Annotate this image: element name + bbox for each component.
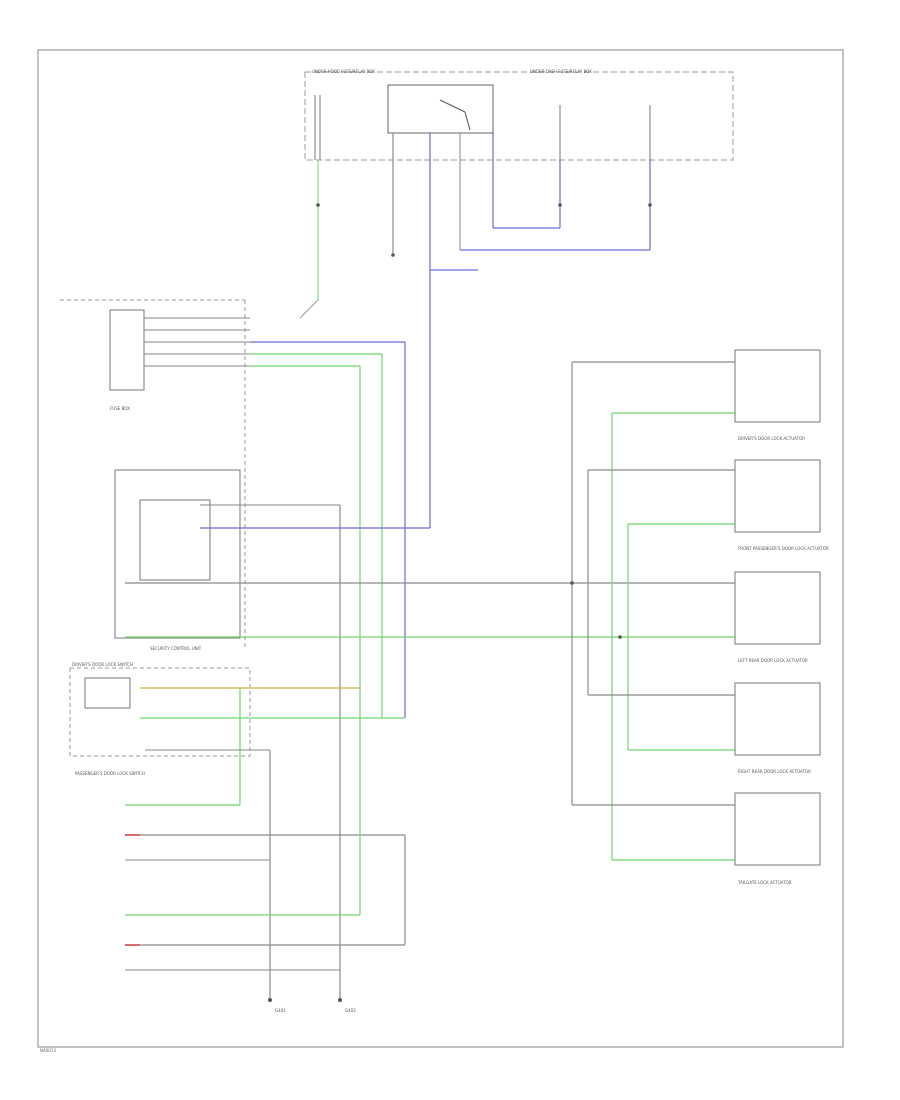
door-lock-actuator-5: TAILGATE LOCK ACTUATOR: [734, 792, 821, 885]
left-connector-column: [60, 299, 246, 650]
fuse-box: FUSE BOX: [109, 309, 145, 411]
top-box-feed-wires: [299, 133, 652, 520]
door-lock-switch-block: DRIVER'S DOOR LOCK SWITCH: [69, 662, 405, 1000]
diagram-footer-code: NA0013: [40, 1048, 56, 1053]
top-fuse-relay-box: UNDER-HOOD FUSE/RELAY BOX UNDER-DASH FUS…: [304, 69, 734, 161]
actuator-2-label: FRONT PASSENGER'S DOOR LOCK ACTUATOR: [738, 546, 829, 551]
keyless-receiver-unit: SECURITY CONTROL UNIT: [114, 469, 241, 651]
door-lock-actuator-4: RIGHT REAR DOOR LOCK ACTUATOR: [734, 682, 821, 774]
under-hood-fuse-box-label: UNDER-HOOD FUSE/RELAY BOX: [312, 69, 375, 74]
actuator-4-label: RIGHT REAR DOOR LOCK ACTUATOR: [738, 769, 811, 774]
actuator-5-label: TAILGATE LOCK ACTUATOR: [737, 880, 792, 885]
left-unit-wires: [125, 317, 735, 1000]
door-lock-actuator-2: FRONT PASSENGER'S DOOR LOCK ACTUATOR: [734, 459, 829, 551]
security-control-unit-label: SECURITY CONTROL UNIT: [150, 646, 202, 651]
actuator-3-label: LEFT REAR DOOR LOCK ACTUATOR: [738, 658, 808, 663]
actuator-bus-lines: [570, 361, 735, 861]
door-lock-actuator-3: LEFT REAR DOOR LOCK ACTUATOR: [734, 571, 821, 663]
ground-points: G401 G402: [268, 998, 356, 1013]
under-dash-fuse-box-label: UNDER-DASH FUSE/RELAY BOX: [530, 69, 592, 74]
ground-2-label: G402: [345, 1008, 356, 1013]
diagram-border: [37, 49, 844, 1048]
passenger-door-lock-switch-label: PASSENGER'S DOOR LOCK SWITCH: [75, 771, 145, 776]
ground-1-label: G401: [275, 1008, 286, 1013]
door-lock-actuator-1: DRIVER'S DOOR LOCK ACTUATOR: [734, 349, 821, 441]
passenger-switch-wires: PASSENGER'S DOOR LOCK SWITCH: [75, 690, 406, 971]
driver-door-lock-switch-label: DRIVER'S DOOR LOCK SWITCH: [72, 662, 133, 667]
fuse-box-label: FUSE BOX: [110, 406, 130, 411]
actuator-1-label: DRIVER'S DOOR LOCK ACTUATOR: [738, 436, 805, 441]
